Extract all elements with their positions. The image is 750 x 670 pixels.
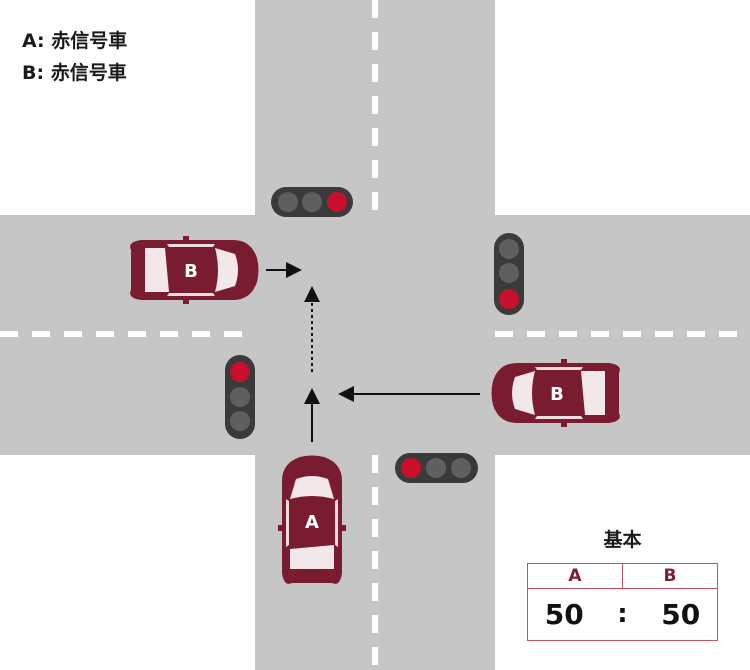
legend-line-a: A: 赤信号車 [22, 30, 128, 52]
car-a-label: A [305, 512, 319, 533]
fault-ratio-panel: 基本 A B 50 : 50 [527, 527, 718, 641]
fault-ratio-separator: : [617, 599, 628, 629]
traffic-light-top [271, 187, 353, 217]
fault-ratio-title: 基本 [603, 529, 642, 551]
fault-ratio-value-b: 50 [661, 597, 701, 631]
fault-ratio-head-a: A [528, 564, 623, 588]
car-b-right-label: B [550, 384, 564, 405]
traffic-light-right [494, 233, 524, 315]
fault-ratio-table: A B 50 : 50 [527, 563, 718, 641]
fault-ratio-value-a: 50 [544, 597, 584, 631]
traffic-light-bottom [395, 453, 478, 483]
fault-ratio-values: 50 : 50 [528, 589, 717, 639]
traffic-light-left [225, 355, 255, 439]
fault-ratio-head-b: B [663, 566, 677, 586]
car-b-left: B [130, 236, 259, 304]
fault-ratio-header: A B [528, 564, 717, 589]
car-a: A [278, 455, 346, 584]
car-b-left-label: B [184, 261, 198, 282]
car-b-right: B [491, 359, 620, 427]
legend-line-b: B: 赤信号車 [22, 62, 127, 84]
